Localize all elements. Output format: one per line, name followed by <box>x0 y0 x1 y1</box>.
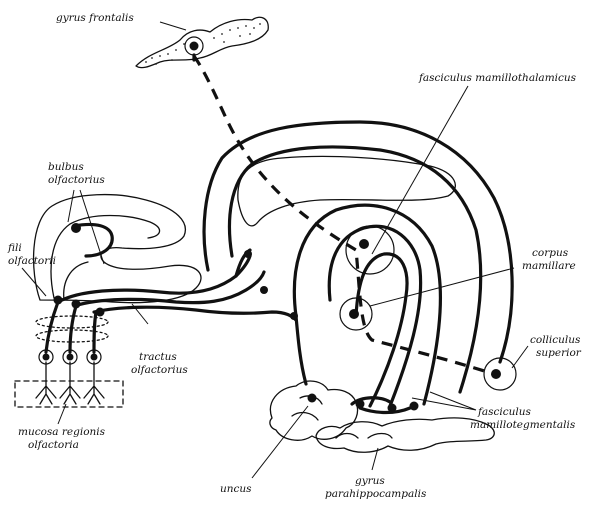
fornix-arches <box>202 120 514 415</box>
neuron-tract-somata <box>53 250 298 320</box>
receptor-dendrites <box>35 361 105 405</box>
neuron-uncus <box>307 393 317 403</box>
neuron-parahippocampal <box>355 399 419 413</box>
neuron-colliculus <box>483 357 517 391</box>
label-colliculus-line2: superior <box>536 347 582 359</box>
neuron-thalamus <box>345 225 395 275</box>
olfactory-bulb-loops <box>32 193 202 304</box>
neuron-receptor-3 <box>86 349 102 365</box>
label-mucosa-line1: mucosa regionis <box>18 426 106 438</box>
label-fasciculus-mamillothalamicus: fasciculus mamillothalamicus <box>418 72 577 84</box>
gyrus-parahippocampalis-region <box>315 417 495 453</box>
label-gyrus-para-line2: parahippocampalis <box>325 488 427 500</box>
label-uncus: uncus <box>220 483 252 495</box>
label-corpus-line1: corpus <box>532 247 569 259</box>
neuron-gyrus-frontalis <box>184 36 204 62</box>
fili-olfactorii <box>35 300 109 354</box>
gyrus-frontalis-region <box>135 16 269 69</box>
leader-lines <box>21 21 529 479</box>
mucosa-box <box>14 380 124 408</box>
neuron-receptor-1 <box>38 349 54 365</box>
tractus-olfactorius <box>56 222 308 386</box>
dashed-projection <box>192 55 495 376</box>
text-labels: gyrus frontalis fasciculus mamillothalam… <box>7 12 582 500</box>
label-bulbus-line2: olfactorius <box>48 174 105 186</box>
label-colliculus-line1: colliculus <box>530 334 581 346</box>
neuron-corpus-mamillare <box>339 297 373 331</box>
neuron-receptor-2 <box>62 349 78 365</box>
neuron-bulbus <box>71 223 81 233</box>
label-mucosa-line2: olfactoria <box>28 439 79 451</box>
label-fili-line1: fili <box>7 242 22 254</box>
label-bulbus-line1: bulbus <box>48 161 84 173</box>
label-gyrus-para-line1: gyrus <box>355 475 385 487</box>
label-fasc-tegm-line1: fasciculus <box>477 406 532 418</box>
label-fasc-tegm-line2: mamillotegmentalis <box>470 419 576 431</box>
label-gyrus-frontalis: gyrus frontalis <box>56 12 134 24</box>
label-tractus-line1: tractus <box>139 351 177 363</box>
label-tractus-line2: olfactorius <box>131 364 188 376</box>
uncus-region <box>269 380 359 441</box>
label-fili-line2: olfactorii <box>8 255 56 267</box>
label-corpus-line2: mamillare <box>522 260 576 272</box>
